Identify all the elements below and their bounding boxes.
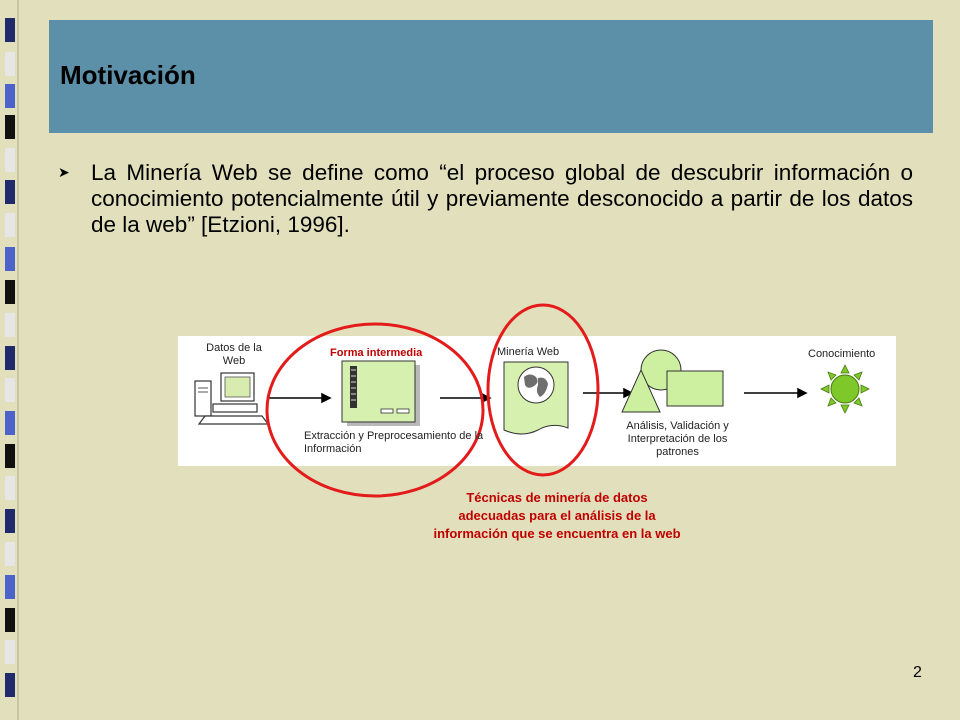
highlight-ellipse [486, 303, 600, 477]
strip-square [5, 542, 15, 566]
bullet-arrow-icon: ➤ [58, 165, 70, 181]
strip-square [5, 575, 15, 599]
strip-square [5, 213, 15, 237]
knowledge-sun-icon [820, 364, 870, 414]
strip-square [5, 84, 15, 108]
label-web-data: Datos de la Web [206, 342, 262, 367]
document-form-icon [341, 360, 420, 426]
title-bar [49, 20, 933, 133]
strip-square [5, 52, 15, 76]
label-knowledge: Conocimiento [808, 348, 876, 360]
strip-square [5, 509, 15, 533]
diagram-caption: Técnicas de minería de datos adecuadas p… [433, 490, 681, 541]
label-web-mining: Minería Web [497, 346, 560, 358]
strip-square [5, 608, 15, 632]
left-decorative-strip [0, 0, 22, 720]
strip-square [5, 411, 15, 435]
strip-square [5, 247, 15, 271]
computer-icon [194, 372, 270, 425]
label-analysis: Análisis, Validación y Interpretación de… [626, 420, 729, 458]
strip-square [5, 444, 15, 468]
strip-square [5, 148, 15, 172]
strip-square [5, 18, 15, 42]
flow-arrows [268, 387, 808, 404]
strip-square [5, 378, 15, 402]
highlight-ellipse [265, 322, 485, 498]
strip-square [5, 313, 15, 337]
strip-square [5, 476, 15, 500]
strip-square [5, 180, 15, 204]
strip-square [5, 640, 15, 664]
pattern-shapes-icon [621, 349, 724, 413]
strip-square [5, 346, 15, 370]
strip-square [5, 673, 15, 697]
label-extraction: Extracción y Preprocesamiento de la Info… [304, 430, 484, 455]
page-number: 2 [913, 664, 922, 681]
label-intermediate-form: Forma intermedia [330, 347, 423, 359]
strip-line [17, 0, 19, 720]
bullet-text: La Minería Web se define como “el proces… [91, 160, 913, 237]
web-mining-document-icon [503, 361, 569, 435]
strip-square [5, 115, 15, 139]
slide-title: Motivación [60, 60, 196, 90]
strip-square [5, 280, 15, 304]
